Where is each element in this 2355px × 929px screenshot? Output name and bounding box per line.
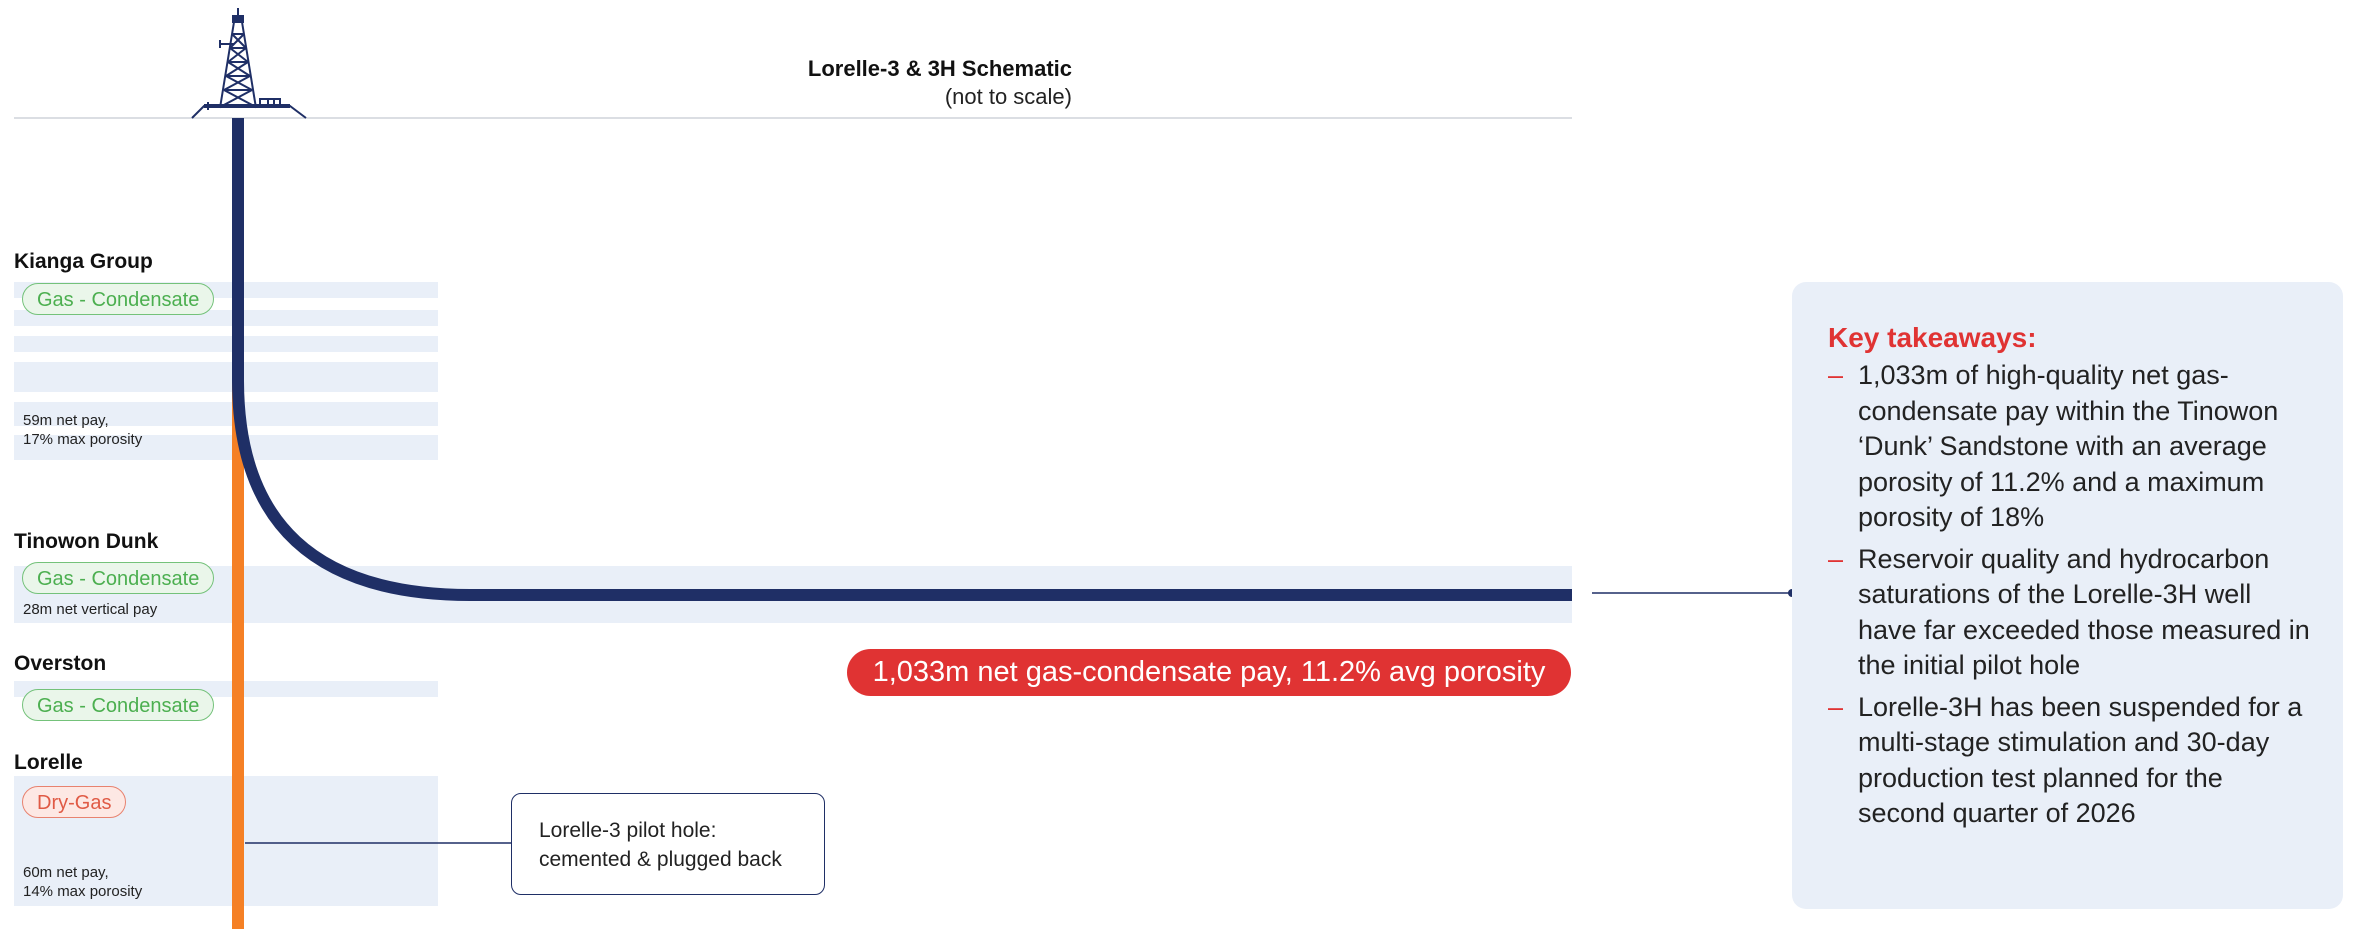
pay-note-lorelle: 60m net pay, 14% max porosity bbox=[23, 863, 142, 901]
formation-name-overston: Overston bbox=[14, 652, 107, 675]
horizontal-well-path bbox=[232, 118, 1572, 601]
fluid-badge-lorelle: Dry-Gas bbox=[22, 786, 127, 818]
kianga-band-4 bbox=[14, 362, 438, 392]
takeaway-item: –Reservoir quality and hydrocarbon satur… bbox=[1828, 542, 2313, 684]
key-takeaways-heading: Key takeaways: bbox=[1828, 322, 2037, 353]
pilot-hole-callout-line1: Lorelle-3 pilot hole: bbox=[539, 819, 717, 842]
bullet-dash: – bbox=[1828, 360, 1844, 390]
takeaway-text: Reservoir quality and hydrocarbon satura… bbox=[1858, 543, 2310, 681]
fluid-badge-tinowon-dunk: Gas - Condensate bbox=[22, 562, 215, 594]
formation-name-kianga: Kianga Group bbox=[14, 250, 153, 273]
formation-name-lorelle: Lorelle bbox=[14, 751, 83, 774]
diagram-subtitle: (not to scale) bbox=[944, 84, 1072, 109]
bullet-dash: – bbox=[1828, 691, 1844, 722]
kianga-band-5 bbox=[14, 402, 438, 426]
key-takeaways-panel: Key takeaways: –1,033m of high-quality n… bbox=[1792, 282, 2343, 909]
horizontal-pay-label: 1,033m net gas-condensate pay, 11.2% avg… bbox=[847, 649, 1571, 696]
takeaway-item: –Lorelle-3H has been suspended for a mul… bbox=[1828, 690, 2313, 832]
takeaway-text: Lorelle-3H has been suspended for a mult… bbox=[1858, 691, 2303, 829]
kianga-band-6 bbox=[14, 435, 438, 460]
pay-note-kianga-line1: 59m net pay, bbox=[23, 412, 109, 429]
takeaway-text: 1,033m of high-quality net gas-condensat… bbox=[1858, 360, 2279, 532]
fluid-badge-kianga: Gas - Condensate bbox=[22, 283, 215, 315]
diagram-title: Lorelle-3 & 3H Schematic bbox=[807, 56, 1072, 81]
pay-note-lorelle-line2: 14% max porosity bbox=[23, 883, 143, 900]
pilot-hole-callout: Lorelle-3 pilot hole: cemented & plugged… bbox=[511, 793, 825, 895]
bullet-dash: – bbox=[1828, 543, 1844, 574]
key-takeaways-list: –1,033m of high-quality net gas-condensa… bbox=[1828, 358, 2313, 832]
pay-note-tinowon-dunk: 28m net vertical pay bbox=[23, 601, 158, 618]
fluid-badge-overston: Gas - Condensate bbox=[22, 689, 215, 721]
pilot-hole-callout-line2: cemented & plugged back bbox=[539, 848, 782, 871]
takeaway-item: –1,033m of high-quality net gas-condensa… bbox=[1828, 358, 2313, 536]
pay-note-kianga: 59m net pay, 17% max porosity bbox=[23, 411, 142, 449]
drilling-rig-icon bbox=[191, 8, 307, 119]
kianga-band-3 bbox=[14, 336, 438, 352]
pay-note-kianga-line2: 17% max porosity bbox=[23, 431, 143, 448]
pay-note-lorelle-line1: 60m net pay, bbox=[23, 864, 109, 881]
formation-name-tinowon-dunk: Tinowon Dunk bbox=[14, 530, 159, 553]
